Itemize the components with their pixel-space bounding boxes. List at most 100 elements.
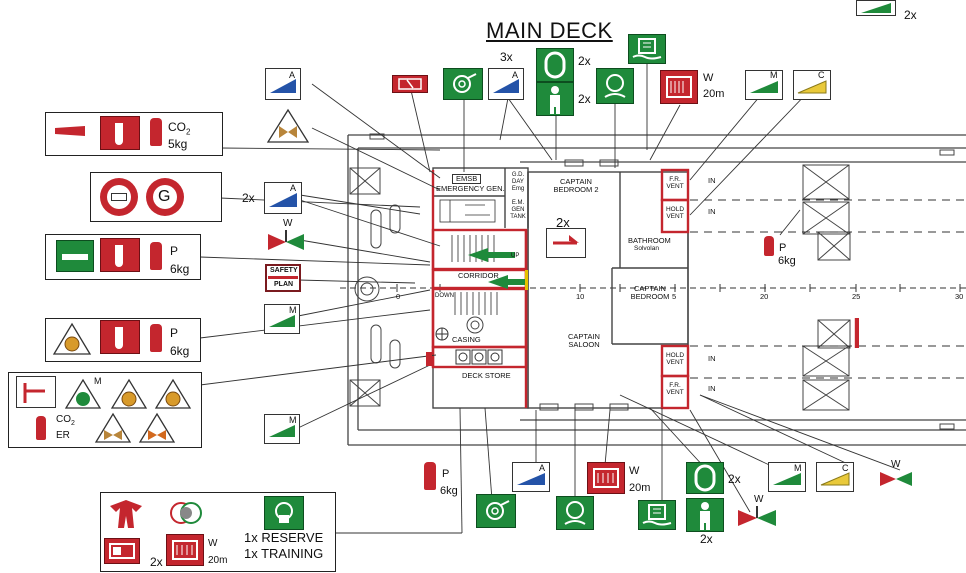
vent-in-label-4: IN	[708, 384, 716, 393]
gas-g-circle-icon	[146, 178, 184, 216]
m-letter-er: M	[94, 376, 102, 386]
fr-vent-top-label: F.R. VENT	[666, 176, 684, 190]
corner-2x-label: 2x	[904, 8, 917, 22]
bottom-w-label: W	[208, 538, 218, 549]
vent-in-label-3: IN	[708, 354, 716, 363]
a-letter-4: A	[539, 463, 546, 473]
w-letter-left: W	[283, 218, 293, 229]
monitor-m-icon-top	[745, 70, 783, 100]
foam-c-icon-bottom	[816, 462, 854, 492]
fire-hose-reel-green-icon-bottom	[476, 494, 516, 528]
w-letter-top: W	[703, 72, 714, 84]
fire-alarm-icon-3	[100, 320, 140, 354]
a-letter-1: A	[289, 70, 296, 80]
green-bar-icon	[56, 240, 94, 272]
a-letter-3: A	[290, 183, 297, 193]
p-label-1: P	[170, 244, 179, 258]
c-letter-1: C	[818, 70, 825, 80]
lifebuoy-icon-bottom	[686, 462, 724, 494]
escape-hatch-icon-bottom	[638, 500, 676, 530]
lifebuoy-icon-top	[536, 48, 574, 82]
frame-number-30: 30	[955, 292, 964, 301]
frame-number-25: 25	[852, 292, 861, 301]
p-label-2: P	[170, 326, 179, 340]
bottom-training-label: 1x TRAINING	[244, 546, 324, 561]
hold-vent-bottom-label: HOLD VENT	[665, 352, 685, 366]
water-valve-icon-right	[878, 470, 914, 488]
fire-alarm-icon-2	[100, 238, 140, 272]
er-foam-triangle-icon-2	[154, 378, 192, 410]
embarkation-ladder-sign	[546, 228, 586, 258]
immersion-suit-2x-label: 2x	[578, 92, 591, 106]
foam-triangle-icon	[52, 322, 92, 356]
er-green-circle-triangle-icon	[64, 378, 102, 410]
foam-c-icon-top	[793, 70, 831, 100]
captain-bedroom-label: CAPTAIN BEDROOM	[630, 284, 670, 301]
emergency-generator-icon	[392, 75, 428, 93]
co2-extinguisher-icon	[150, 118, 162, 146]
m-letter-4: M	[794, 463, 802, 473]
bathroom-label: BATHROOM	[628, 236, 671, 245]
co2-nozzle-icon	[55, 124, 89, 138]
deck-store-label: DECK STORE	[462, 371, 511, 380]
escape-hatch-icon-top	[628, 34, 666, 64]
immersion-suit-2x-label-bottom: 2x	[700, 532, 713, 546]
corridor-label: CORRIDOR	[458, 271, 499, 280]
fire-hose-red-icon-bottom	[587, 462, 625, 494]
monitor-m-icon-left	[264, 304, 300, 334]
fire-hose-reel-green-icon-top	[443, 68, 483, 100]
frame-number-10: 10	[576, 292, 585, 301]
foam-applicator-a-icon-top	[488, 68, 524, 100]
foam-applicator-a-icon-left	[264, 182, 302, 214]
foam-applicator-a-icon	[265, 68, 301, 100]
m-letter-1: M	[770, 70, 778, 80]
p-extinguisher-icon	[150, 242, 162, 270]
a-letter-2: A	[512, 70, 519, 80]
captain-saloon-label: CAPTAIN SALOON	[568, 332, 600, 349]
ladder-2x-label: 2x	[556, 215, 570, 230]
bathroom-sub-label: Solvolan	[634, 245, 659, 252]
co2-subscript: 2	[186, 127, 191, 137]
lifebuoy-2x-label: 2x	[578, 54, 591, 68]
vent-in-label-1: IN	[708, 176, 716, 185]
kg6-label-1: 6kg	[170, 262, 190, 276]
immersion-suit-icon-bottom	[686, 498, 724, 532]
down-label: DOWN	[435, 293, 454, 299]
emsb-label: EMSB	[452, 174, 482, 184]
safety-plan-line-1: SAFETY	[270, 267, 298, 274]
co2-5kg-label: 5kg	[168, 137, 188, 151]
er-damper-triangle-icon-1	[94, 412, 132, 444]
p-extinguisher-icon-2	[150, 324, 162, 352]
co2-label: CO2	[168, 120, 191, 137]
fr-vent-bottom-label: F.R. VENT	[666, 382, 684, 396]
page-title: MAIN DECK	[486, 18, 613, 43]
er-co2-extinguisher-icon	[36, 416, 46, 440]
breathing-apparatus-icon	[166, 496, 206, 530]
safety-plan-line-2: PLAN	[274, 281, 294, 288]
hose-20m-label-top: 20m	[703, 88, 725, 100]
fire-extinguisher-icon	[764, 236, 774, 256]
gas-bottle-circle-icon	[100, 178, 138, 216]
extinguisher-kg-label-right: 6kg	[778, 255, 796, 267]
kg6-label-2: 6kg	[170, 344, 190, 358]
em-gen-tank-label: E.M. GEN TANK	[510, 200, 526, 220]
fire-damper-triangle-icon	[266, 108, 310, 144]
frame-number-20: 20	[760, 292, 769, 301]
rescue-line-icon-bottom	[556, 496, 594, 530]
fireman-suit-icon	[106, 498, 148, 530]
kg6-label-bottom: 6kg	[440, 485, 458, 497]
er-co2-subscript: 2	[71, 420, 75, 427]
fire-hose-red-icon-bottom-legend	[166, 534, 204, 566]
rescue-line-icon-top	[596, 68, 634, 104]
er-foam-triangle-icon-1	[110, 378, 148, 410]
casing-label: CASING	[452, 335, 481, 344]
bottom-reserve-label: 1x RESERVE	[244, 530, 324, 545]
hose-20m-label-bottom: 20m	[629, 482, 651, 494]
quantity-3x-label: 3x	[500, 50, 513, 64]
fire-alarm-icon	[100, 116, 140, 150]
captain-bedroom-2-label: CAPTAIN BEDROOM 2	[553, 177, 599, 194]
er-co2-label: CO2	[56, 414, 75, 427]
c-letter-2: C	[842, 463, 849, 473]
er-damper-triangle-icon-2	[138, 412, 176, 444]
